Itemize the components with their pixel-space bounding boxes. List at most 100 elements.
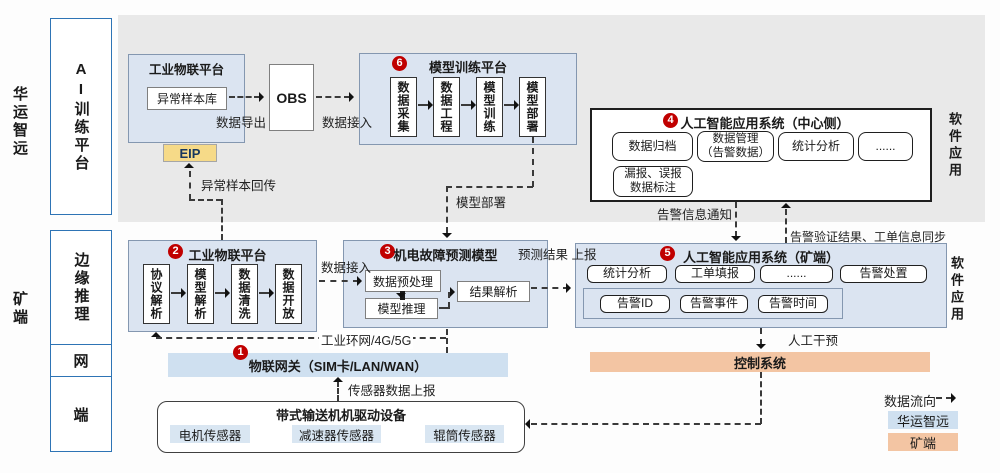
flow-export-head <box>259 92 264 102</box>
flow-sync-line <box>785 209 787 243</box>
module-stat-analysis-mine: 统计分析 <box>587 265 667 283</box>
flow-deploy-h <box>446 186 533 188</box>
arrow-train-2-head <box>471 100 476 110</box>
panel-ai-app-center-title: 人工智能应用系统（中心侧） <box>680 116 850 131</box>
rail-label-mine-side: 矿端 <box>11 291 28 327</box>
flow-net-head <box>151 332 161 337</box>
flow-manual-label: 人工干预 <box>788 334 839 348</box>
flow-control-v <box>760 372 762 424</box>
flow-manual-line <box>760 328 762 345</box>
flow-export-label: 数据导出 <box>216 116 267 130</box>
arrow-train-1-head <box>428 100 433 110</box>
panel-ai-app-mine-title: 人工智能应用系统（矿端） <box>682 250 839 265</box>
panel-fault-model-title: 机电故障预测模型 <box>393 248 498 263</box>
flow-export-line <box>229 96 260 98</box>
flow-sample-return-head <box>184 163 194 168</box>
step-model-parse: 模型解析 <box>187 264 214 324</box>
legend-cloud-label: 华运智远 <box>896 413 949 429</box>
panel-model-training-title: 模型训练平台 <box>428 60 507 75</box>
rail-sec-terminal-label: 端 <box>73 406 89 424</box>
sensor-roller: 辊筒传感器 <box>425 425 504 443</box>
step-data-collect: 数据采集 <box>390 77 417 137</box>
node-inference: 模型推理 <box>365 298 438 319</box>
module-alarm-handle: 告警处置 <box>840 265 927 283</box>
flow-sync-head <box>781 203 791 208</box>
flow-sample-return-v2 <box>221 199 223 240</box>
arrow-train-1 <box>418 104 429 106</box>
iot-gateway-bar: 物联网关（SIM卡/LAN/WAN） <box>168 353 508 377</box>
flow-sensor-label: 传感器数据上报 <box>348 384 436 398</box>
rail-sec-terminal: 端 <box>51 376 111 451</box>
flow-sample-return-v1 <box>189 171 191 200</box>
flow-sample-return-h <box>189 199 222 201</box>
arrow-inf-elbow-h <box>439 307 450 309</box>
obs-box: OBS <box>269 64 314 131</box>
panel-iot-cloud-title: 工业物联平台 <box>148 63 224 77</box>
flow-sync-label: 告警验证结果、工单信息同步 <box>790 230 947 244</box>
badge-2: 2 <box>168 244 183 259</box>
arrow-edge-1 <box>171 292 182 294</box>
legend-mine-box: 矿端 <box>888 433 958 451</box>
flow-deploy-v1 <box>532 137 534 187</box>
flow-predict-head <box>566 283 571 293</box>
arrow-edge-1-head <box>181 288 186 298</box>
flow-deploy-label: 模型部署 <box>456 196 507 210</box>
sensor-reducer: 减速器传感器 <box>292 425 381 443</box>
legend-flow-label: 数据流向 <box>884 394 937 409</box>
rail-sec-network-label: 网 <box>73 353 89 370</box>
flow-ingest-top-line <box>316 96 350 98</box>
badge-1: 1 <box>233 345 248 360</box>
step-data-open: 数据开放 <box>275 264 302 324</box>
step-model-train: 模型训练 <box>476 77 503 137</box>
flow-ingest-mid-head <box>357 276 362 286</box>
flow-ingest-top-head <box>349 92 354 102</box>
module-workorder: 工单填报 <box>675 265 755 283</box>
arrow-edge-2-head <box>225 288 230 298</box>
flow-sensor-line <box>337 381 339 401</box>
rail-sec-edge-inference-label: 边缘推理 <box>72 251 90 324</box>
sensor-motor: 电机传感器 <box>170 425 250 443</box>
step-data-clean: 数据清洗 <box>231 264 258 324</box>
badge-4: 4 <box>663 113 678 128</box>
node-preprocess: 数据预处理 <box>365 270 441 292</box>
rail-box-mine-stack: 边缘推理 网 端 <box>50 230 112 452</box>
legend-cloud-box: 华运智远 <box>888 411 958 429</box>
node-result-parse: 结果解析 <box>457 281 530 302</box>
control-system-bar: 控制系统 <box>590 352 930 372</box>
flow-ingest-mid-label: 数据接入 <box>321 261 372 275</box>
flow-ingest-top-label: 数据接入 <box>322 116 373 130</box>
flow-deploy-head <box>442 233 452 238</box>
module-data-mgmt: 数据管理 （告警数据） <box>697 131 774 162</box>
module-miss-false-label: 漏报、误报 数据标注 <box>613 166 693 197</box>
iot-gateway-title: 物联网关（SIM卡/LAN/WAN） <box>248 358 428 374</box>
flow-notify-label: 告警信息通知 <box>657 208 733 222</box>
rail-sec-edge-inference: 边缘推理 <box>51 231 111 344</box>
field-alarm-time: 告警时间 <box>758 295 828 313</box>
flow-sample-return-label: 异常样本回传 <box>201 179 277 193</box>
flow-predict-label: 预测结果 上报 <box>518 248 597 262</box>
module-data-archive: 数据归档 <box>612 132 693 161</box>
flow-net-h <box>156 337 446 339</box>
rail-box-ai-training-label: AI训练平台 <box>72 60 90 173</box>
software-app-label-top: 软件应用 <box>947 112 962 180</box>
module-ellipsis-mine: ...... <box>760 265 833 283</box>
flow-notify-line <box>735 202 737 237</box>
legend-flow-head <box>951 393 956 403</box>
legend-mine-label: 矿端 <box>909 435 936 451</box>
rail-box-ai-training: AI训练平台 <box>50 18 112 215</box>
arrow-edge-3-head <box>269 288 274 298</box>
abnormal-sample-store: 异常样本库 <box>147 87 227 110</box>
arrow-edge-2 <box>215 292 226 294</box>
control-system-title: 控制系统 <box>733 355 786 371</box>
field-alarm-event: 告警事件 <box>680 295 748 313</box>
flow-control-h <box>531 423 761 425</box>
arrow-inf-elbow-v <box>448 292 450 308</box>
step-model-deploy: 模型部署 <box>519 77 546 137</box>
flow-notify-head <box>731 236 741 241</box>
badge-3: 3 <box>380 244 395 259</box>
software-app-label-bottom: 软件应用 <box>949 256 964 324</box>
rail-sec-network: 网 <box>51 344 111 376</box>
panel-ai-app-mine <box>575 243 947 328</box>
flow-net-v <box>446 329 448 353</box>
